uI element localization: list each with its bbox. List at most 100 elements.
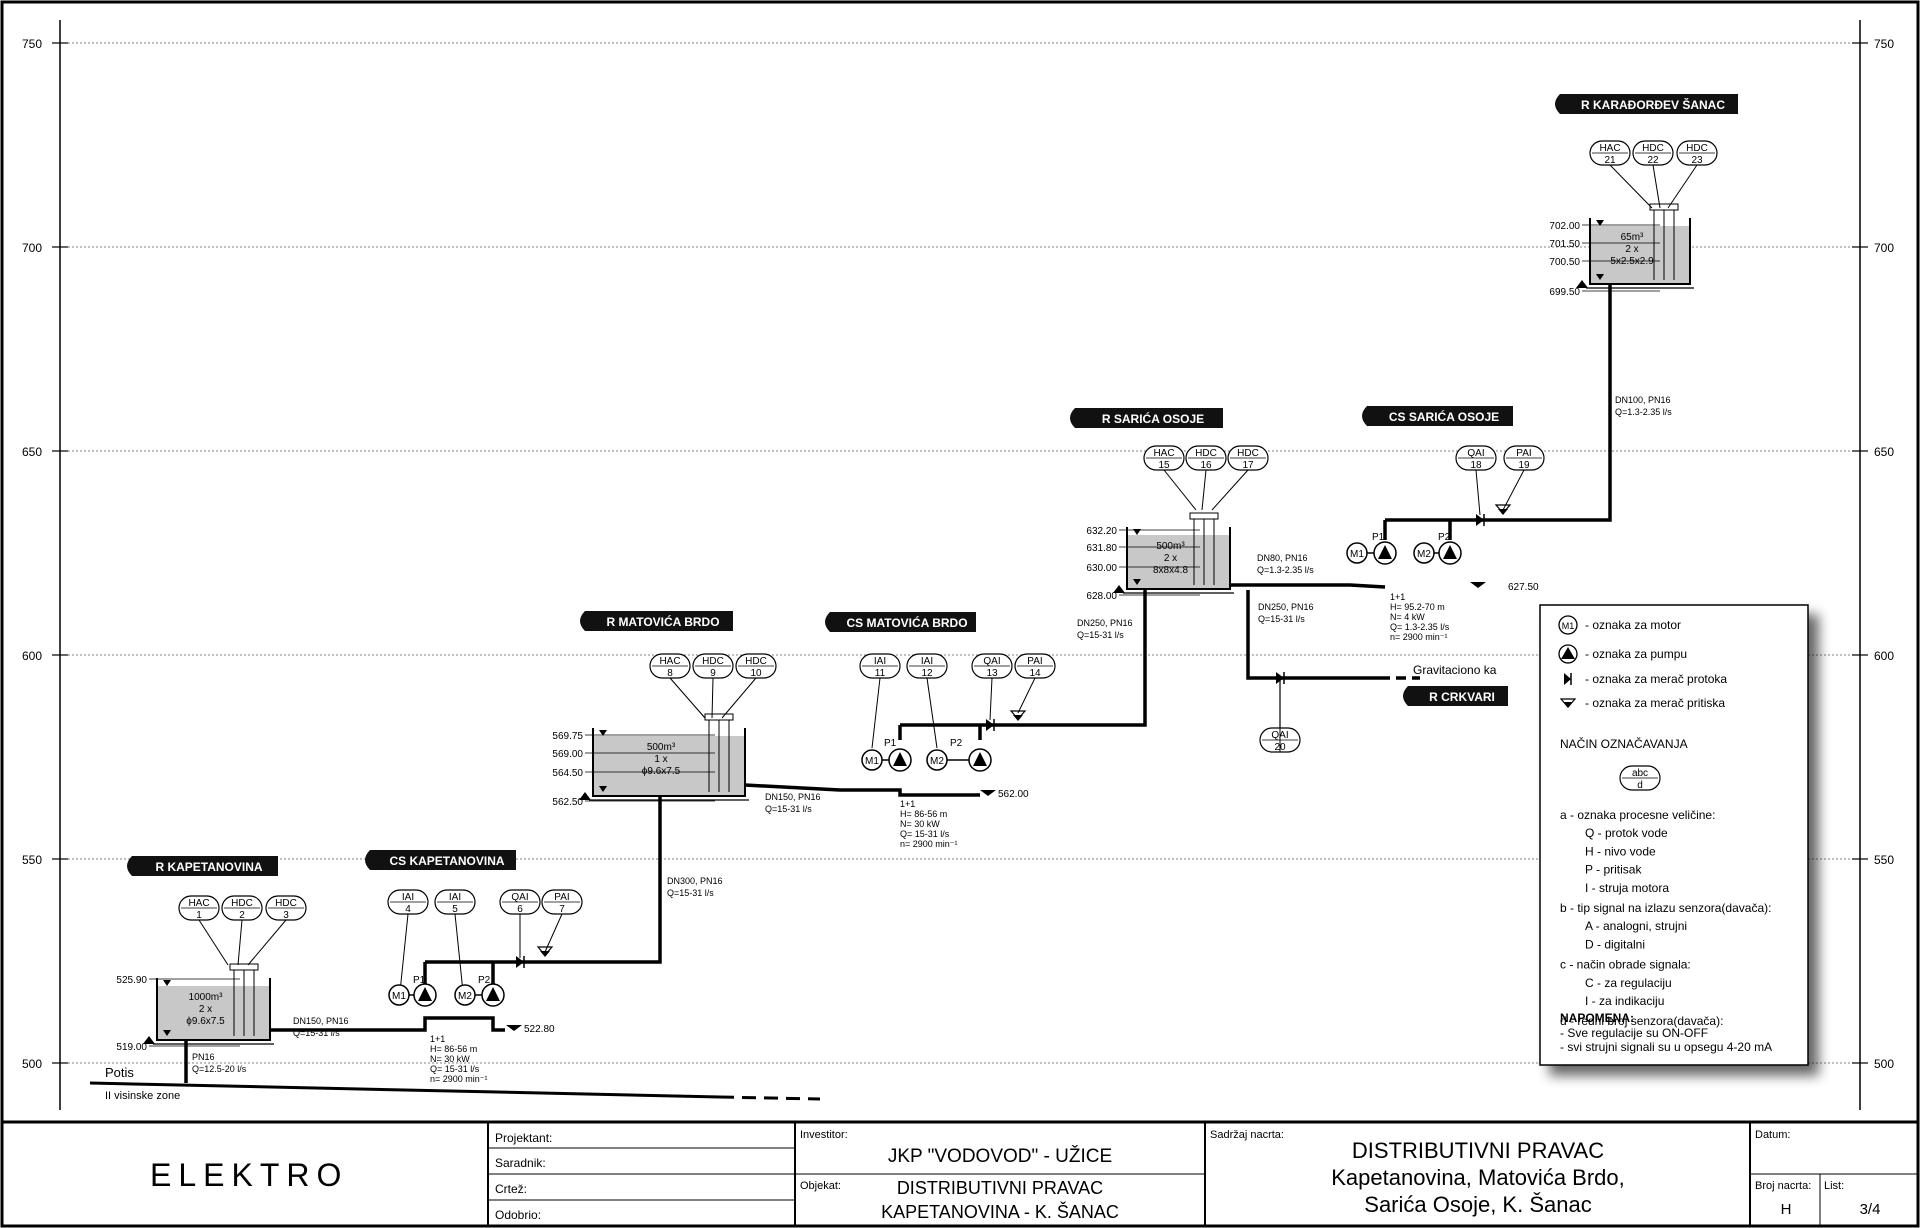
broj-nacrta-value: H (1781, 1201, 1792, 1218)
sensor-number: 21 (1604, 155, 1616, 166)
objekat-line-1: DISTRIBUTIVNI PRAVAC (897, 1178, 1103, 1198)
pipe-spec: Q=15-31 l/s (293, 1028, 340, 1038)
sensor-number: 9 (710, 668, 716, 679)
sensor-number: 23 (1691, 155, 1703, 166)
tick-label-right: 650 (1874, 445, 1894, 459)
sensor-number: 13 (986, 668, 998, 679)
legend-line: a - oznaka procesne veličine: (1560, 808, 1715, 822)
objekat-label: Objekat: (800, 1180, 841, 1192)
datum-label: Datum: (1755, 1129, 1790, 1141)
station-spec: Q= 15-31 l/s (430, 1064, 480, 1074)
tank-water (593, 736, 745, 796)
flow-meter-icon (516, 956, 524, 968)
legend-motor-symbol: M1 (1562, 621, 1575, 631)
banner-kapetanovina_r: R KAPETANOVINA (127, 856, 278, 876)
pipe-spec: DN250, PN16 (1077, 618, 1133, 628)
legend-item-text: - oznaka za merač pritiska (1585, 696, 1725, 710)
investitor-label: Investitor: (800, 1129, 848, 1141)
flow-meter-icon (986, 719, 994, 731)
motor-label: M1 (865, 756, 879, 767)
ground-mark (143, 1036, 155, 1044)
level-mark (1133, 579, 1141, 585)
sensor-code: QAI (983, 656, 1000, 667)
station-spec: N= 30 kW (430, 1054, 470, 1064)
level-mark (1470, 582, 1486, 588)
station-sar_cs: 627.501+1H= 95.2-70 mN= 4 kWQ= 1.3-2.35 … (1390, 582, 1539, 642)
sensor-code: HDC (231, 898, 253, 909)
potis-label: Potis (105, 1065, 134, 1080)
banner-matovica_r: R MATOVIĆA BRDO (580, 611, 733, 631)
sensor-code: HAC (1153, 448, 1174, 459)
sensor-number: 8 (667, 668, 673, 679)
legend-method-title: NAČIN OZNAČAVANJA (1560, 736, 1688, 751)
sensor-code: IAI (449, 892, 461, 903)
flow-meter-icon (1276, 672, 1284, 684)
pump-triangle (418, 987, 432, 1001)
banner-shape (1362, 406, 1513, 426)
probe-head (229, 963, 259, 971)
level-mark (1596, 274, 1604, 280)
potis-line: Potis II visinske zone (89, 1065, 821, 1102)
sensor-code: PAI (554, 892, 569, 903)
pipe-spec: DN80, PN16 (1257, 553, 1308, 563)
crtez-label: Crtež: (495, 1182, 527, 1196)
sensor-code: HDC (275, 898, 297, 909)
level-label: 562.50 (552, 797, 583, 808)
list-label: List: (1824, 1180, 1844, 1192)
tank-count: 1 x (654, 754, 667, 765)
legend-item-text: - oznaka za merač protoka (1585, 672, 1727, 686)
sadrzaj-line-3: Sarića Osoje, K. Šanac (1364, 1192, 1591, 1217)
banner-sarica_r: R SARIĆA OSOJE (1070, 408, 1223, 428)
pipe-spec: DN150, PN16 (765, 792, 821, 802)
sensor-leader (237, 919, 243, 966)
sadrzaj-label: Sadržaj nacrta: (1210, 1129, 1284, 1141)
sensor-leader (1609, 164, 1653, 209)
tank-wall (1589, 218, 1691, 285)
pump-triangle (973, 752, 987, 766)
sensor-number: 1 (196, 910, 202, 921)
station-level: 627.50 (1508, 582, 1539, 593)
motor-label: M2 (1417, 549, 1431, 560)
tank-dims: ϕ9.6x7.5 (642, 766, 681, 777)
list-value: 3/4 (1860, 1201, 1881, 1218)
pipe-spec: DN300, PN16 (667, 876, 723, 886)
level-label: 700.50 (1549, 257, 1580, 268)
level-label: 632.20 (1086, 526, 1117, 537)
level-mark (1596, 220, 1604, 226)
tank-dims: 5x2.5x2.9 (1610, 256, 1654, 267)
banner-kapetanovina_cs: CS KAPETANOVINA (365, 850, 516, 870)
sensor-number: 5 (452, 904, 458, 915)
sensor-number: 3 (283, 910, 289, 921)
tank-volume: 65m³ (1621, 232, 1644, 243)
sensor-code: IAI (402, 892, 414, 903)
level-mark (599, 786, 607, 792)
sensor-number: 19 (1518, 460, 1530, 471)
station-spec: n= 2900 min⁻¹ (430, 1074, 488, 1084)
sensor-code: IAI (921, 656, 933, 667)
banner-matovica_cs: CS MATOVIĆA BRDO (825, 612, 976, 632)
banner-label: R CRKVARI (1429, 690, 1495, 704)
level-label: 564.50 (552, 768, 583, 779)
sensor-number: 14 (1029, 668, 1041, 679)
company-name: ELEKTRO (150, 1157, 348, 1193)
legend-line: Q - protok vode (1585, 826, 1668, 840)
sensor-leader (1502, 469, 1525, 511)
ground-mark (579, 792, 591, 800)
pump-label: P1 (884, 738, 897, 749)
tick-label-right: 550 (1874, 853, 1894, 867)
legend-note-title: NAPOMENA: (1560, 1011, 1634, 1025)
saradnik-label: Saradnik: (495, 1156, 546, 1170)
tank-wall (592, 728, 746, 797)
level-label: 628.00 (1086, 591, 1117, 602)
